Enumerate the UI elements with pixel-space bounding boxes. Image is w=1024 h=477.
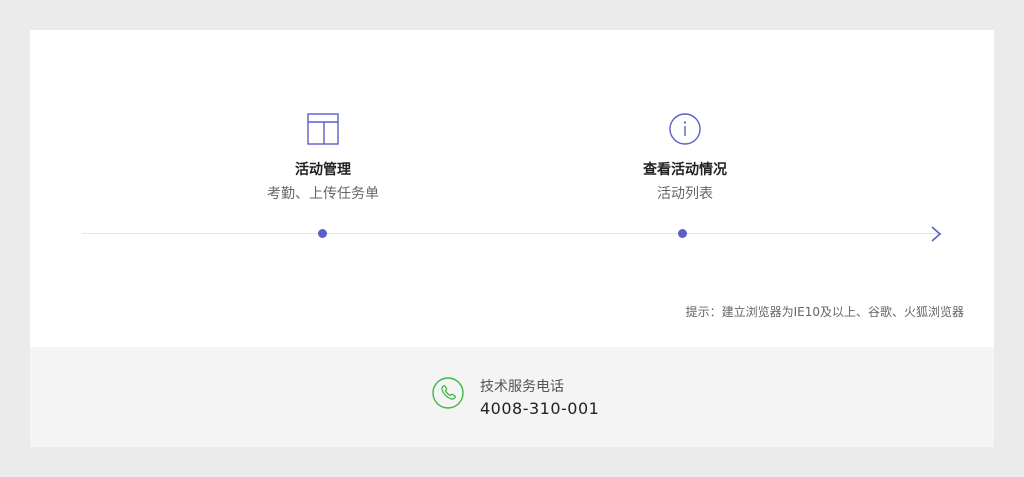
chevron-right-icon[interactable]: [929, 225, 945, 243]
footer: 技术服务电话 4008-310-001: [30, 347, 994, 447]
step-title: 查看活动情况: [643, 162, 727, 178]
step-title: 活动管理: [295, 162, 351, 178]
step-subtitle: 活动列表: [657, 186, 713, 202]
service-phone-number: 4008-310-001: [480, 399, 600, 418]
service-label: 技术服务电话: [480, 379, 564, 395]
step-view-activity[interactable]: 查看活动情况 活动列表: [585, 113, 785, 213]
timeline-line: [82, 233, 942, 234]
step-subtitle: 考勤、上传任务单: [267, 186, 379, 202]
layout-icon: [307, 113, 339, 145]
phone-icon: [432, 377, 464, 409]
step-activity-management[interactable]: 活动管理 考勤、上传任务单: [223, 113, 423, 213]
timeline-dot-step-1: [318, 229, 327, 238]
timeline-dot-step-2: [678, 229, 687, 238]
info-icon: [669, 113, 701, 145]
main-card: 活动管理 考勤、上传任务单 查看活动情况 活动列表 提示：建立浏览器为IE10及…: [30, 30, 994, 347]
browser-tip: 提示：建立浏览器为IE10及以上、谷歌、火狐浏览器: [685, 305, 964, 319]
